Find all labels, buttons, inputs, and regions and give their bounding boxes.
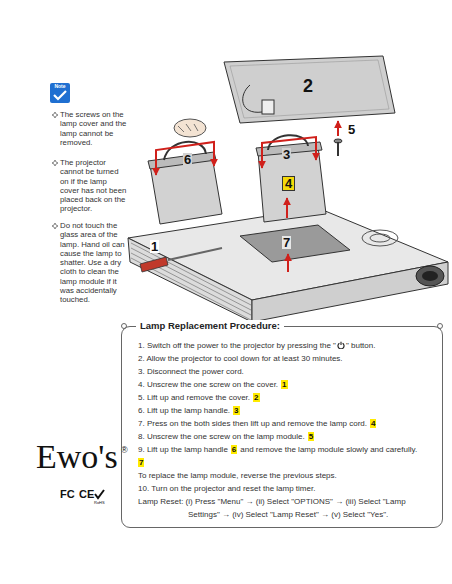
power-symbol — [337, 341, 345, 349]
callout-number: 1 — [150, 240, 159, 253]
step-line: 10. Turn on the projector and reset the … — [138, 482, 434, 495]
step-text: 7. Press on the both sides then lift up … — [138, 419, 367, 428]
lamp-module — [156, 142, 214, 175]
certification-mark: CE — [79, 489, 94, 500]
lamp-module — [148, 152, 216, 169]
power-symbol — [340, 342, 341, 345]
screw — [337, 121, 339, 136]
note-text: Do not touch the glass area of the lamp.… — [60, 221, 128, 305]
lamp-cover — [243, 85, 262, 112]
lamp-module — [262, 137, 316, 168]
projector-body — [416, 266, 444, 286]
note-text: The projector cannot be turned on if the… — [60, 158, 128, 214]
lamp-cover — [230, 60, 389, 118]
step-text: 5. Lift up and remove the cover. — [138, 393, 250, 402]
step-line: To replace the lamp module, reverse the … — [138, 469, 434, 482]
lamp-module — [256, 135, 326, 222]
screwdriver — [168, 248, 222, 260]
step-line: 5. Lift up and remove the cover.2 — [138, 391, 434, 404]
certification-mark: FC — [60, 489, 75, 500]
lift-arrow — [288, 254, 289, 272]
callout-number: 4 — [282, 176, 295, 191]
step-callout: 1 — [281, 380, 287, 389]
bullet-mark — [52, 160, 58, 166]
note-icon — [54, 91, 66, 99]
note-icon — [50, 83, 70, 103]
projector-body — [422, 271, 438, 281]
step-text: 9. Lift up the lamp handle — [138, 445, 228, 454]
projector-body — [128, 238, 252, 322]
step-text: 4. Unscrew the one screw on the cover. — [138, 380, 278, 389]
lamp-cover — [224, 56, 395, 123]
note-icon — [50, 83, 70, 103]
brand-name: Ewo's — [36, 440, 118, 474]
step-line: 3. Disconnect the power cord. — [138, 365, 434, 378]
step-callout: 7 — [138, 458, 144, 467]
step-line: Lamp Reset: (i) Press "Menu" → (ii) Sele… — [138, 495, 434, 521]
step-text: 2. Allow the projector to cool down for … — [138, 354, 343, 363]
step-callout: 3 — [233, 406, 239, 415]
projector-body — [128, 208, 448, 322]
step-line: 1. Switch off the power to the projector… — [138, 339, 434, 352]
step-callout: 2 — [253, 393, 259, 402]
step-text: and remove the lamp module slowly and ca… — [240, 445, 417, 454]
procedure-box: Lamp Replacement Procedure:1. Switch off… — [121, 326, 443, 528]
projector-body — [240, 225, 350, 262]
screw — [337, 142, 339, 156]
lamp-module — [178, 124, 198, 132]
step-line: 8. Unscrew the one screw on the lamp mod… — [138, 430, 434, 443]
step-text: 3. Disconnect the power cord. — [138, 367, 244, 376]
projector-body — [370, 234, 390, 242]
step-text: 1. Switch off the power to the projector… — [138, 341, 336, 350]
projector-body — [131, 243, 251, 305]
icon-label: Note — [50, 84, 70, 89]
box-heading: Lamp Replacement Procedure: — [136, 320, 284, 332]
step-callout: 6 — [231, 445, 237, 454]
projector-body — [131, 253, 251, 315]
rohs-check — [95, 490, 104, 498]
callout-number: 5 — [347, 123, 356, 136]
border-dot — [438, 324, 443, 329]
callout-number: 2 — [302, 77, 314, 95]
lamp-module — [174, 119, 206, 137]
lamp-cover — [224, 56, 395, 123]
projector-body — [252, 262, 448, 322]
lamp-module — [148, 119, 222, 224]
lamp-cover — [262, 100, 274, 114]
callout-number: 3 — [282, 148, 291, 161]
step-text: " button. — [346, 341, 376, 350]
step-line: 6. Lift up the lamp handle.3 — [138, 404, 434, 417]
step-line: 9. Lift up the lamp handle6and remove th… — [138, 443, 434, 469]
step-callout: 4 — [370, 419, 376, 428]
projector-body — [131, 248, 251, 310]
step-line: 7. Press on the both sides then lift up … — [138, 417, 434, 430]
step-text: 10. Turn on the projector and reset the … — [138, 484, 315, 493]
lamp-module — [286, 198, 288, 218]
step-text: 6. Lift up the lamp handle. — [138, 406, 230, 415]
note-text: The screws on the lamp cover and the lam… — [60, 110, 128, 147]
bullet-mark — [52, 223, 58, 229]
step-line: 4. Unscrew the one screw on the cover.1 — [138, 378, 434, 391]
bullet-mark — [52, 112, 58, 118]
projector-body — [362, 230, 398, 246]
certification-mark: RoHS — [94, 501, 105, 505]
step-text: Lamp Reset: (i) Press "Menu" → (ii) Sele… — [138, 497, 406, 519]
screw — [334, 121, 342, 156]
lift-arrow — [287, 254, 289, 272]
rohs-check — [95, 490, 104, 498]
step-text: To replace the lamp module, reverse the … — [138, 471, 337, 480]
step-callout: 5 — [308, 432, 314, 441]
callout-number: 7 — [282, 236, 291, 249]
screwdriver — [140, 257, 168, 272]
bullet-mark — [52, 112, 58, 229]
projector-body — [131, 258, 251, 320]
step-line: 2. Allow the projector to cool down for … — [138, 352, 434, 365]
step-text: 8. Unscrew the one screw on the lamp mod… — [138, 432, 305, 441]
callout-number: 6 — [183, 153, 192, 166]
